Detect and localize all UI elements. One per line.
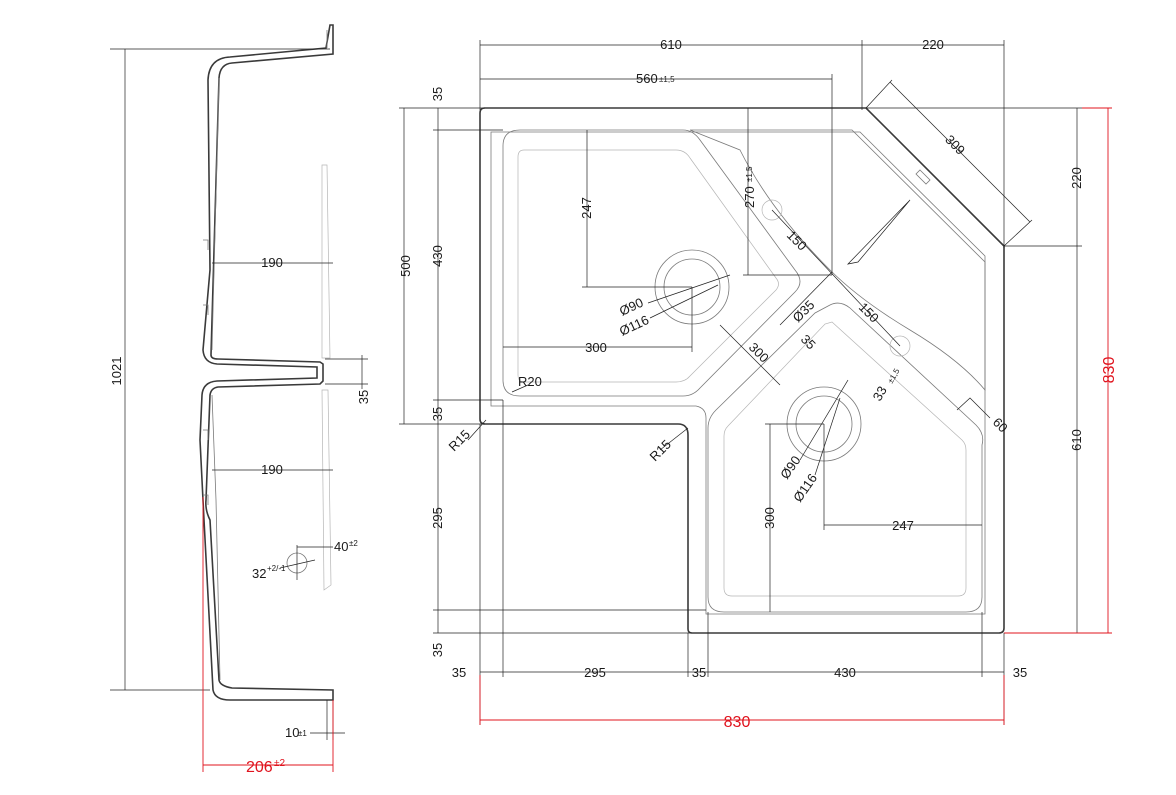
side-steps — [203, 239, 209, 505]
dim-35-left-mid: 35 — [430, 407, 445, 421]
overflow-hole-top — [889, 335, 911, 357]
sink-rim-inner — [490, 131, 986, 615]
dim-35-bottom-b: 35 — [692, 665, 706, 680]
tap-hole — [761, 199, 783, 221]
dim-500: 500 — [398, 255, 413, 277]
dim-40-tol: ±2 — [349, 539, 358, 548]
dim-247-left: 247 — [579, 197, 594, 219]
dim-line-309 — [889, 81, 1031, 223]
dim-d90-right: Ø90 — [777, 453, 803, 482]
dim-206-tol: ±2 — [274, 758, 285, 769]
left-bowl-inner — [517, 149, 779, 383]
drainboard-groove — [846, 199, 911, 265]
dim-1021: 1021 — [109, 357, 124, 386]
dim-206: 206 — [246, 759, 273, 776]
top-view: 610 220 560 ±1,5 309 220 610 830 500 — [398, 37, 1118, 731]
leader-r15b — [659, 427, 689, 451]
dim-430-left: 430 — [430, 245, 445, 267]
dim-190-bottom: 190 — [261, 462, 283, 477]
side-profile-outer — [199, 24, 334, 701]
dim-35-left-top: 35 — [430, 87, 445, 101]
dim-560-tol: ±1,5 — [659, 75, 675, 84]
dim-830-vertical: 830 — [1101, 357, 1118, 384]
dim-10: 10 — [285, 725, 299, 740]
dim-r20: R20 — [518, 374, 542, 389]
dim-247-right: 247 — [892, 518, 914, 533]
leader-r15a — [467, 419, 487, 441]
dim-610: 610 — [660, 37, 682, 52]
dim-32-tol: +2/-1 — [267, 564, 286, 573]
leader-60 — [956, 397, 991, 419]
dim-560: 560 — [636, 71, 658, 86]
dim-830-horizontal: 830 — [724, 714, 751, 731]
side-profile-inner — [211, 30, 328, 681]
dim-35-bottom-a: 35 — [452, 665, 466, 680]
dim-35-left-bottom: 35 — [430, 643, 445, 657]
dim-309: 309 — [942, 132, 968, 158]
dim-295-bottom: 295 — [584, 665, 606, 680]
dim-60: 60 — [990, 415, 1011, 436]
dim-430-bottom: 430 — [834, 665, 856, 680]
dim-300-left: 300 — [585, 340, 607, 355]
dim-190-top: 190 — [261, 255, 283, 270]
dim-300-diag: 300 — [746, 340, 772, 366]
dim-220-right: 220 — [1069, 167, 1084, 189]
ext-309a — [865, 79, 893, 109]
drainboard — [689, 129, 986, 392]
dim-line-300-diag — [719, 324, 781, 386]
leader-right-drain-a — [799, 379, 849, 461]
dim-line-150 — [771, 209, 901, 347]
dim-r15b: R15 — [647, 437, 674, 464]
dim-150-a: 150 — [784, 228, 810, 254]
dim-610-right: 610 — [1069, 429, 1084, 451]
leader-r20 — [511, 384, 529, 393]
leader-left-drain-b — [649, 284, 719, 319]
dim-33: 33 — [870, 383, 890, 403]
dim-d35: Ø35 — [790, 297, 818, 325]
dim-10-tol: ±1 — [298, 729, 307, 738]
dim-32: 32 — [252, 566, 266, 581]
dim-300-right: 300 — [762, 507, 777, 529]
dim-220-top: 220 — [922, 37, 944, 52]
dim-35-side: 35 — [356, 390, 371, 404]
ext-309b — [1003, 219, 1033, 247]
dim-35-bottom-c: 35 — [1013, 665, 1027, 680]
dim-270-tol: ±1,5 — [745, 166, 754, 182]
side-view: 1021 190 190 35 40 ±2 32 +2/-1 10 ±1 206… — [109, 24, 371, 776]
dim-d116-right: Ø116 — [790, 471, 820, 505]
right-bowl-inner — [723, 321, 967, 597]
overflow-leader — [279, 559, 316, 569]
leader-right-drain-b — [814, 397, 841, 476]
dim-40: 40 — [334, 539, 348, 554]
dim-295-left: 295 — [430, 507, 445, 529]
leader-left-drain-a — [647, 274, 731, 304]
drainboard-slot — [915, 169, 931, 185]
dim-33-tol: ±1,5 — [886, 367, 902, 385]
dim-270: 270 — [742, 186, 757, 208]
side-drainboard — [321, 164, 332, 591]
right-bowl — [707, 302, 984, 613]
leader-35 — [779, 271, 833, 326]
left-bowl — [502, 129, 801, 397]
dim-r15a: R15 — [446, 427, 473, 454]
